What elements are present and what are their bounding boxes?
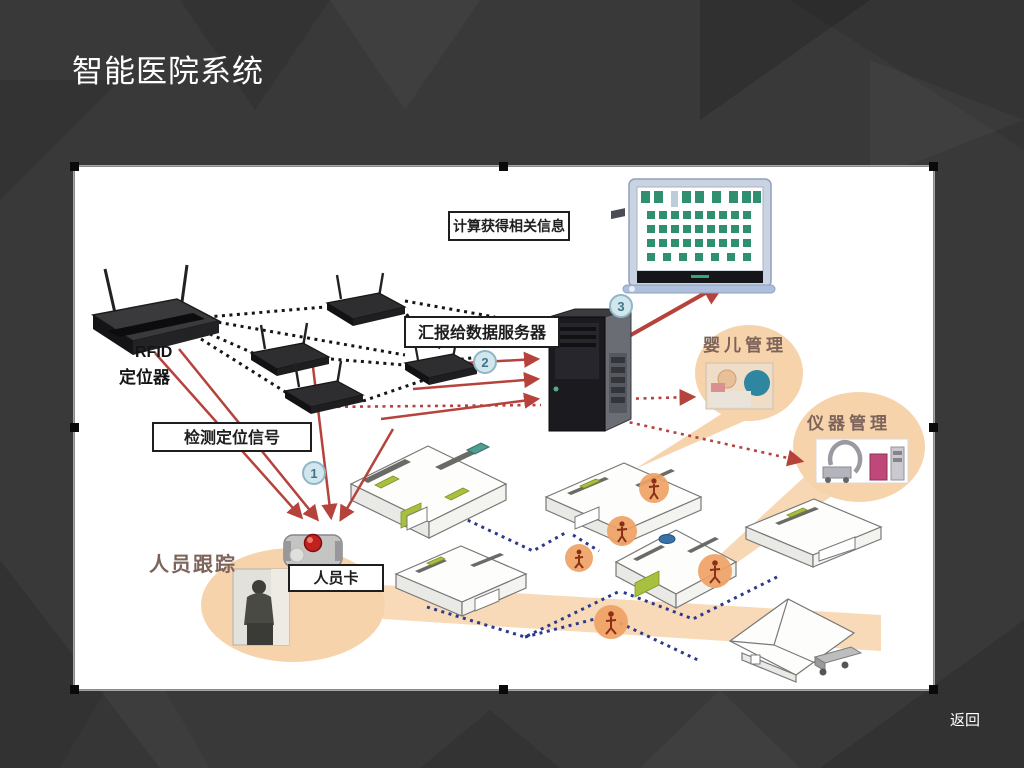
person-card-icon: [283, 533, 343, 568]
step-badge-3-text: 3: [617, 299, 624, 314]
selection-handle[interactable]: [499, 162, 508, 171]
person-photo: [232, 568, 290, 646]
equipment-management-label: 仪器管理: [806, 413, 891, 433]
building-links-dotted: [426, 515, 778, 663]
step-badge-2-text: 2: [481, 355, 488, 370]
hospital-system-diagram: RFID 定位器: [91, 178, 925, 683]
cart-icon: [813, 646, 863, 676]
selection-handle[interactable]: [70, 162, 79, 171]
label-detect-signal-text: 检测定位信号: [184, 428, 280, 447]
label-compute-info-text: 计算获得相关信息: [453, 218, 565, 234]
diagram-image[interactable]: RFID 定位器: [70, 162, 938, 694]
rfid-label-line1: RFID: [135, 344, 172, 361]
label-person-card-text: 人员卡: [313, 569, 358, 587]
selection-handle[interactable]: [929, 423, 938, 432]
wireless-router-icon: [283, 360, 365, 414]
selection-handle[interactable]: [499, 685, 508, 694]
person-tracking-label: 人员跟踪: [149, 552, 237, 576]
page-title: 智能医院系统: [72, 54, 264, 89]
person-marker-icons: [565, 473, 732, 639]
step-badge-3: 3: [609, 294, 633, 318]
selection-handle[interactable]: [70, 423, 79, 432]
label-detect-signal: 检测定位信号: [152, 422, 312, 452]
building-icon-2: [394, 545, 528, 617]
selection-handle[interactable]: [70, 685, 79, 694]
house-icon: [728, 598, 863, 683]
label-report-to-server: 汇报给数据服务器: [404, 316, 560, 348]
wireless-router-icon: [249, 322, 331, 376]
building-icon-1: [349, 442, 508, 539]
medical-equipment-image: [815, 438, 909, 484]
rfid-reader-icon: [91, 264, 222, 355]
selection-handle[interactable]: [929, 685, 938, 694]
step-badge-1-text: 1: [310, 466, 317, 481]
label-compute-info: 计算获得相关信息: [448, 211, 570, 241]
red-dotted-links: [314, 388, 805, 467]
selection-handle[interactable]: [929, 162, 938, 171]
baby-photo: [705, 362, 774, 410]
building-icon-5: [744, 498, 883, 568]
back-button[interactable]: 返回: [949, 712, 980, 729]
wireless-router-icon: [325, 272, 407, 326]
label-report-to-server-text: 汇报给数据服务器: [418, 323, 547, 342]
label-person-card: 人员卡: [288, 564, 384, 592]
server-icon: [548, 208, 632, 432]
monitor-icon: [622, 178, 776, 294]
rfid-label-line2: 定位器: [119, 367, 171, 387]
step-badge-2: 2: [473, 350, 497, 374]
step-badge-1: 1: [302, 461, 326, 485]
baby-management-label: 婴儿管理: [703, 335, 787, 355]
